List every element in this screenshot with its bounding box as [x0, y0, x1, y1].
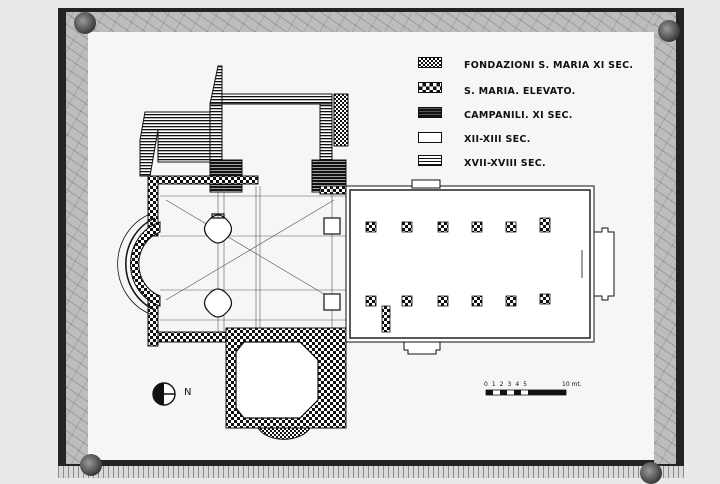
- dotted-foundation-north: [333, 93, 349, 147]
- scale-end-label: 10 mt.: [562, 381, 582, 388]
- legend-label: FONDAZIONI S. MARIA XI SEC.: [464, 60, 634, 71]
- legend-label: CAMPANILI. XI SEC.: [464, 110, 573, 121]
- scale-tick: 1: [491, 381, 496, 388]
- apse: [130, 221, 161, 307]
- later-additions: [139, 65, 333, 177]
- legend-swatch-horizontal-lines: [418, 155, 442, 166]
- scale-bar: [485, 389, 567, 396]
- nave: [345, 179, 615, 355]
- legend-swatch-solid: [418, 107, 442, 118]
- pin-bottom-right: [640, 462, 662, 484]
- pin-top-right: [658, 20, 680, 42]
- south-chapel: [225, 327, 347, 440]
- map-border-top: [66, 12, 676, 32]
- map-border-left: [66, 12, 88, 464]
- scale-tick: 2: [499, 381, 504, 388]
- scale-tick: 5: [523, 381, 527, 388]
- north-label: N: [184, 387, 192, 398]
- legend-label: XII-XIII SEC.: [464, 134, 531, 145]
- nave-piers: [365, 217, 551, 333]
- legend-swatch-checker-fine: [418, 57, 442, 68]
- scale-tick: 3: [507, 381, 512, 388]
- legend-label: XVII-XVIII SEC.: [464, 158, 546, 169]
- pin-bottom-left: [80, 454, 102, 476]
- crossing-piers: [203, 213, 341, 318]
- legend-swatch-empty: [418, 132, 442, 143]
- vault-lines: [160, 186, 346, 332]
- measuring-ruler: [58, 466, 684, 478]
- legend-label: S. MARIA. ELEVATO.: [464, 86, 576, 97]
- scale-ticks: 0 1 2 3 4 5: [484, 381, 527, 388]
- scale-tick: 0: [484, 381, 488, 388]
- transept-walls: [147, 175, 347, 347]
- legend-swatch-checker-coarse: [418, 82, 442, 93]
- map-border-right: [654, 12, 676, 464]
- north-arrow: [152, 382, 176, 406]
- pin-top-left: [74, 12, 96, 34]
- scale-tick: 4: [515, 381, 520, 388]
